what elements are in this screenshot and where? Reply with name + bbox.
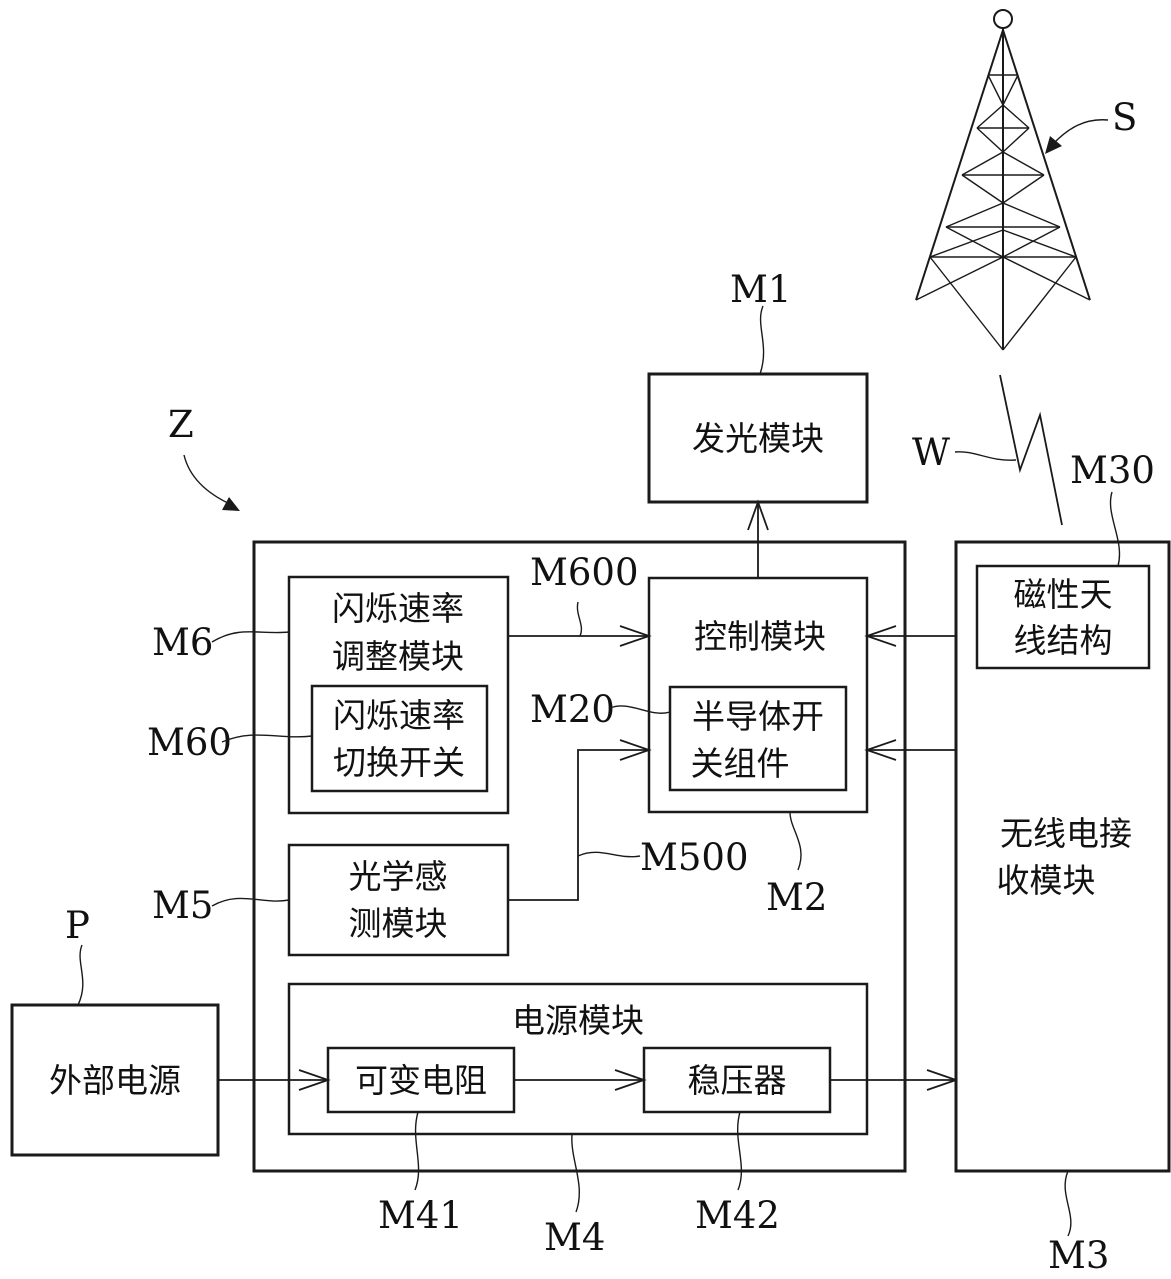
m600-arrowhead — [619, 625, 652, 647]
control-module-label: 控制模块 — [694, 617, 826, 656]
label-w: W — [912, 431, 950, 474]
optical-sensing-label-line1: 光学感 — [349, 857, 448, 896]
wireless-signal-icon — [999, 374, 1063, 526]
m500-leader — [577, 851, 641, 858]
resistor-to-regulator-arrowhead — [614, 1069, 647, 1091]
regulator-label: 稳压器 — [688, 1061, 787, 1100]
label-m5: M5 — [152, 884, 213, 927]
label-m60: M60 — [147, 721, 232, 764]
m41-leader — [414, 1111, 420, 1191]
semiconductor-switch-box — [668, 685, 848, 792]
light-module-label: 发光模块 — [692, 419, 824, 458]
magnetic-antenna-label-line1: 磁性天 — [1014, 575, 1113, 614]
magnetic-antenna-box — [975, 564, 1151, 670]
light-module-box — [647, 372, 869, 504]
label-m41: M41 — [378, 1194, 463, 1237]
flash-rate-adjust-label-line2: 调整模块 — [332, 637, 464, 676]
w-leader — [954, 451, 1017, 461]
label-s: S — [1112, 96, 1137, 139]
m5-leader — [211, 897, 290, 907]
label-m42: M42 — [695, 1194, 780, 1237]
m500-connection — [508, 749, 649, 901]
m3-leader — [1064, 1170, 1072, 1237]
m600-leader — [576, 601, 583, 637]
m1-leader — [759, 305, 765, 375]
m42-leader — [736, 1111, 743, 1191]
control-to-light-arrowhead — [747, 499, 769, 531]
s-arrowhead — [1045, 136, 1062, 154]
radio-receiver-label-line2: 收模块 — [997, 861, 1096, 900]
external-power-box — [10, 1003, 220, 1157]
m500-arrowhead — [619, 739, 652, 761]
flash-rate-switch-box — [310, 684, 489, 793]
p-leader — [77, 944, 84, 1006]
receiver-to-control-arrowhead-1 — [864, 625, 897, 647]
external-power-label: 外部电源 — [49, 1061, 181, 1100]
m30-leader — [1109, 491, 1121, 567]
radio-receiver-label-line1: 无线电接 — [1000, 814, 1132, 853]
label-m6: M6 — [152, 621, 213, 664]
m2-leader — [789, 811, 802, 871]
label-m2: M2 — [766, 876, 827, 919]
label-p: P — [65, 904, 90, 947]
label-m20: M20 — [530, 688, 615, 731]
power-to-resistor-arrowhead — [298, 1069, 331, 1091]
flash-rate-switch-label-line2: 切换开关 — [333, 743, 465, 782]
z-pointer — [183, 454, 233, 506]
flash-rate-adjust-label-line1: 闪烁速率 — [332, 589, 464, 628]
variable-resistor-label: 可变电阻 — [355, 1061, 487, 1100]
label-m4: M4 — [544, 1216, 605, 1259]
optical-sensing-label-line2: 测模块 — [349, 904, 448, 943]
m4-leader — [571, 1133, 580, 1213]
label-m3: M3 — [1048, 1234, 1109, 1277]
label-z: Z — [168, 403, 194, 446]
m20-leader — [609, 705, 671, 714]
power-module-label: 电源模块 — [512, 1001, 644, 1040]
label-m1: M1 — [730, 268, 791, 311]
semiconductor-switch-label-line1: 半导体开 — [692, 697, 824, 736]
m6-leader — [211, 631, 290, 643]
receiver-to-control-arrowhead-2 — [864, 739, 897, 761]
label-m500: M500 — [640, 836, 749, 879]
semiconductor-switch-label-line2: 关组件 — [691, 744, 790, 783]
label-m30: M30 — [1070, 449, 1155, 492]
s-pointer — [1051, 119, 1109, 146]
m60-leader — [221, 734, 313, 743]
flash-rate-switch-label-line1: 闪烁速率 — [333, 696, 465, 735]
transmission-tower-icon — [915, 9, 1091, 351]
label-m600: M600 — [530, 551, 639, 594]
magnetic-antenna-label-line2: 线结构 — [1014, 621, 1113, 660]
z-arrowhead — [222, 497, 240, 511]
